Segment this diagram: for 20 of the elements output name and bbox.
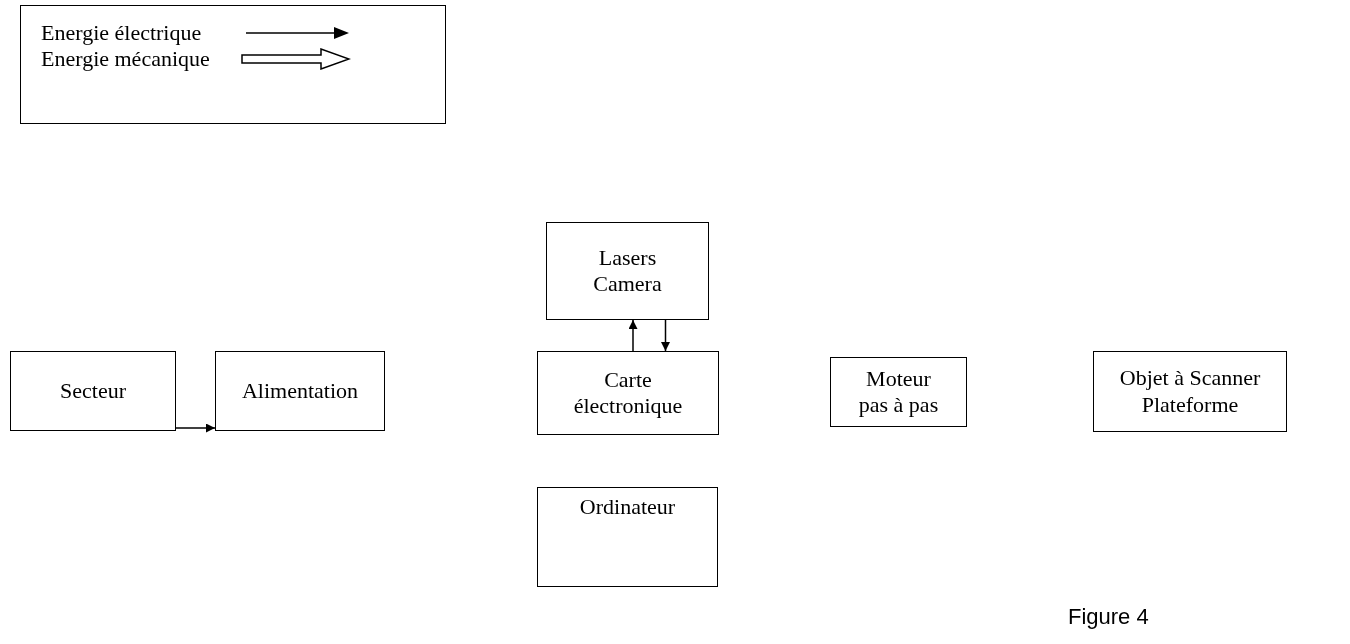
legend-text: Energie mécanique — [41, 46, 211, 72]
block-box — [537, 487, 718, 587]
figure-caption: Figure 4 — [1068, 604, 1149, 630]
arrow — [628, 319, 638, 352]
block-box — [537, 351, 719, 435]
block-label: Lasers Camera — [592, 244, 663, 298]
arrow — [661, 319, 670, 352]
block-label: Objet à Scanner Plateforme — [1118, 365, 1262, 418]
block-label: Carte électronique — [572, 366, 684, 420]
block-box — [10, 351, 176, 431]
block-label: Secteur — [60, 377, 126, 405]
block-label: Moteur pas à pas — [858, 365, 939, 419]
block-label: Ordinateur — [579, 494, 676, 521]
block-box — [830, 357, 967, 427]
block-label: Alimentation — [241, 377, 359, 405]
block-box — [215, 351, 385, 431]
arrow — [175, 423, 216, 433]
block-box — [546, 222, 709, 320]
legend-text: Energie électrique — [41, 20, 203, 46]
block-box — [1093, 351, 1287, 432]
